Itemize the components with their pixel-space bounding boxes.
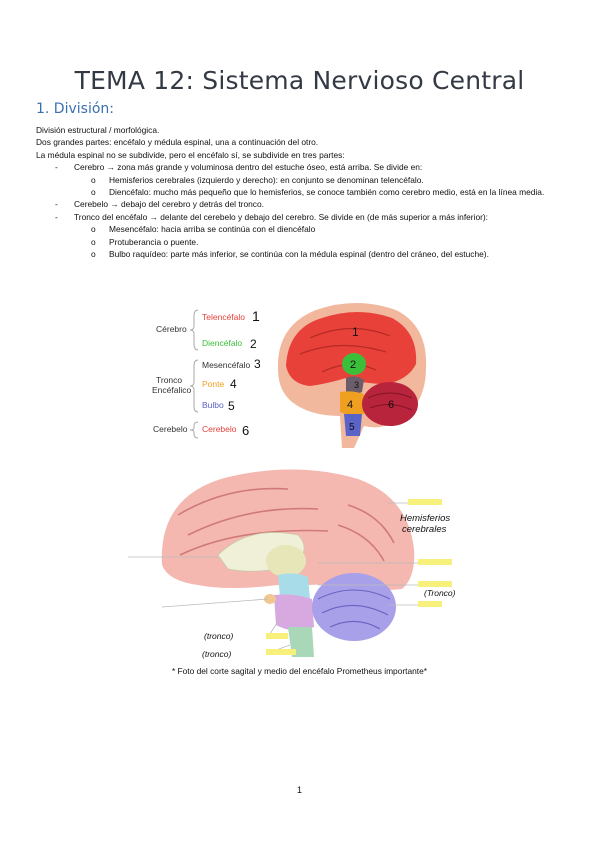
label-mesencefalo: Mesencéfalo	[202, 360, 250, 370]
line-dos-partes: Dos grandes partes: encéfalo y médula es…	[36, 137, 319, 148]
list-item-diencefalo: o Diencéfalo: mucho más pequeño que lo h…	[36, 186, 576, 198]
handwritten-number-6: 6	[242, 423, 249, 438]
list-text: Tronco del encéfalo → delante del cerebe…	[74, 211, 489, 222]
dash-bullet: -	[55, 162, 58, 173]
handwritten-number-2: 2	[350, 359, 356, 371]
circle-bullet: o	[91, 174, 96, 185]
brain-section-illustration: 1 2 3 4 5 6	[277, 303, 427, 448]
dash-bullet: -	[55, 211, 58, 222]
handwritten-number-4: 4	[230, 377, 237, 391]
annotation-cerebrales: cerebrales	[402, 524, 447, 535]
group-label-cerebro: Cérebro	[156, 324, 187, 334]
group-label-tronco-2: Encéfalico	[152, 385, 191, 395]
page-title: TEMA 12: Sistema Nervioso Central	[74, 66, 525, 95]
group-label-tronco-1: Tronco	[156, 375, 182, 385]
list-item-mesencefalo: o Mesencéfalo: hacia arriba se continúa …	[36, 223, 576, 235]
list-text: Cerebro → zona más grande y voluminosa d…	[74, 162, 423, 173]
line-division: División estructural / morfológica.	[36, 125, 160, 135]
list-item-tronco: - Tronco del encéfalo → delante del cere…	[36, 211, 576, 223]
handwritten-number-1: 1	[252, 308, 260, 324]
label-column: Cérebro Tronco Encéfalico Cerebelo Telen…	[152, 308, 261, 439]
label-telencefalo: Telencéfalo	[202, 312, 245, 322]
mesencefalo-region	[346, 376, 364, 394]
handwritten-number-6: 6	[388, 399, 394, 411]
list-item-protuberancia: o Protuberancia o puente.	[36, 236, 576, 248]
page-number: 1	[296, 785, 302, 795]
bracket-tronco	[189, 359, 199, 413]
circle-bullet: o	[91, 187, 96, 198]
diencefalo-region	[342, 353, 366, 375]
handwritten-number-3: 3	[254, 357, 261, 371]
annotation-tronco-puente: (tronco)	[204, 631, 233, 641]
telencefalo-region	[286, 312, 417, 386]
line-medula: La médula espinal no se subdivide, pero …	[36, 149, 345, 160]
ponte-region	[340, 391, 364, 416]
circle-bullet: o	[91, 249, 96, 260]
list-item-cerebelo: - Cerebelo → debajo del cerebro y detrás…	[36, 198, 576, 210]
annotation-hemisferios: Hemisferios	[400, 513, 450, 524]
bracket-cerebelo	[189, 421, 199, 439]
cerebelo-region	[312, 573, 396, 641]
handwritten-number-3: 3	[354, 380, 359, 390]
label-diencefalo: Diencéfalo	[202, 338, 242, 348]
list-text: Hemisferios cerebrales (izquierdo y dere…	[109, 174, 424, 185]
label-bulbo: Bulbo	[202, 400, 224, 410]
label-ponte: Ponte	[202, 379, 224, 389]
body-text: División estructural / morfológica. Dos …	[36, 124, 576, 260]
handwritten-number-5: 5	[349, 422, 355, 433]
list-text: Cerebelo → debajo del cerebro y detrás d…	[74, 199, 264, 210]
bracket-cerebro	[189, 309, 199, 351]
handwritten-number-4: 4	[347, 399, 353, 411]
list-item-bulbo: o Bulbo raquídeo: parte más inferior, se…	[36, 248, 576, 260]
list-item-hemisferios: o Hemisferios cerebrales (izquierdo y de…	[36, 174, 576, 186]
figure-caption: * Foto del corte sagital y medio del enc…	[171, 666, 428, 676]
annotation-tronco-bulbo: (tronco)	[202, 649, 231, 659]
list-text: Protuberancia o puente.	[109, 236, 199, 247]
handwritten-number-2: 2	[250, 337, 257, 351]
list-text: Diencéfalo: mucho más pequeño que lo hem…	[109, 187, 545, 198]
group-label-cerebelo: Cerebelo	[153, 424, 188, 434]
list-item-cerebro: - Cerebro → zona más grande y voluminosa…	[36, 161, 576, 173]
list-text: Bulbo raquídeo: parte más inferior, se c…	[109, 249, 489, 260]
brain-diagram-figure: Cérebro Tronco Encéfalico Cerebelo Telen…	[152, 303, 427, 448]
bulbo-region	[344, 414, 362, 436]
label-cerebelo: Cerebelo	[202, 424, 237, 434]
handwritten-number-1: 1	[352, 325, 359, 339]
handwritten-annotations: Hemisferios cerebrales (Tronco) (tronco)…	[202, 513, 456, 659]
handwritten-number-5: 5	[228, 399, 235, 413]
sagittal-section-figure: Hemisferios cerebrales (Tronco) (tronco)…	[128, 469, 456, 659]
section-heading: 1. División:	[36, 101, 114, 117]
ponte-region	[274, 594, 314, 631]
sagittal-brain-illustration	[161, 469, 415, 657]
circle-bullet: o	[91, 236, 96, 247]
circle-bullet: o	[91, 224, 96, 235]
list-text: Mesencéfalo: hacia arriba se continúa co…	[109, 224, 316, 235]
dash-bullet: -	[55, 199, 58, 210]
annotation-tronco: (Tronco)	[424, 588, 456, 598]
annotation-lines	[128, 499, 452, 655]
